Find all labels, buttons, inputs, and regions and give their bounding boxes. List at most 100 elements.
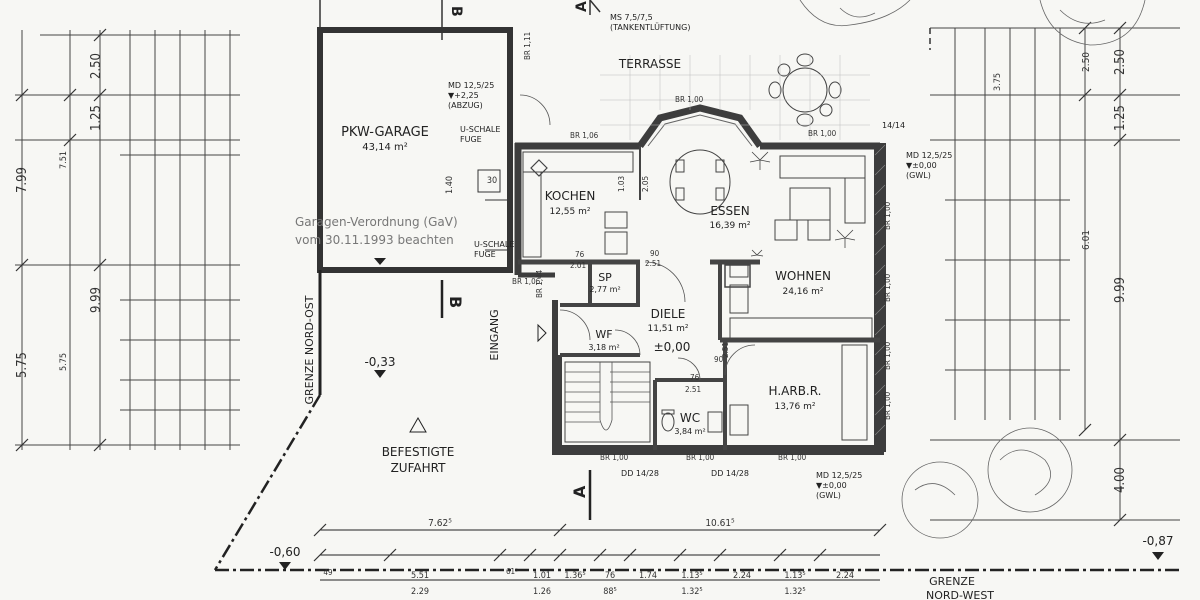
terrace-table [768,53,842,127]
dim-misc-201: 2.01 [570,261,586,270]
dim-bottom-row-3: 1.01 [533,571,551,581]
u-schale-label-2: U-SCHALE [474,240,514,249]
dim-garage-140: 1.40 [445,176,455,194]
bottom-dimension-ticks [313,523,887,562]
garage-area: 43,14 m² [362,142,408,153]
dim-right-outer-4: 4.00 [1113,467,1128,493]
level-garage: -0,33 [364,355,395,369]
dim-misc-251a: 2.51 [645,259,661,268]
dim-left-mid-1: 1.25 [89,105,104,131]
level-left: -0,60 [269,545,300,559]
pantry-name: SP [598,271,612,284]
dd-label-2: DD 14/28 [711,469,749,478]
dim-bottom-row-2: 61⁵ [506,567,518,576]
u-schale-label-1: U-SCHALE [460,125,500,134]
hall-name: DIELE [651,307,686,321]
dining-name: ESSEN [710,204,749,218]
dim-bottom-total-2: 10.61⁵ [705,518,735,529]
dim-bottom-row2-0: 2.29 [411,587,429,597]
dining-table [669,149,731,215]
property-borders [213,270,1180,581]
wardrobe-name: WF [595,328,612,341]
dim-garage-30: 30 [487,176,497,186]
dim-bottom-row2-2: 88⁵ [603,587,617,597]
wardrobe-area: 3,18 m² [588,343,619,352]
dim-misc-90b: 90 [714,355,724,364]
driveway-label-1: BEFESTIGTE [382,445,455,459]
terrace-grid [600,55,870,140]
dim-bottom-row-5: 76 [605,571,615,581]
dim-bottom-row-0: 49 [323,568,333,577]
section-b-top: B [448,6,464,17]
window-br144: BR 1,44 [535,269,544,298]
tank-vent-line-1: MS 7,5/7,5 [610,13,653,22]
stair-size-label: 14/14 [882,121,905,130]
hall-area: 11,51 m² [647,324,688,334]
level-marker-garage [374,258,386,265]
dim-left-small-1: 7.51 [59,151,69,169]
office-fixtures [729,344,868,441]
driveway-triangle [409,416,427,433]
window-br100-right: BR 1,00 [808,129,837,138]
kitchen-area: 12,55 m² [549,207,590,217]
dim-misc-251c: 2.51 [685,385,701,394]
dim-right-outer-1: 2.50 [1113,49,1128,75]
fuge-label-1: FUGE [460,135,482,144]
dim-left-outer-2: 5.75 [15,352,30,378]
staircase [565,362,650,431]
fuge-label-2: FUGE [474,250,496,259]
dim-bottom-row-10: 2.24 [836,571,854,581]
md-top-line-2: ▼+2,25 [448,91,479,100]
dim-bottom-row-7: 1.13⁵ [681,571,702,581]
md-right-line-1: MD 12,5/25 [906,151,952,160]
dining-area: 16,39 m² [709,221,750,231]
door-swings [519,94,756,381]
pantry-area: 2,77 m² [589,285,620,294]
section-a-top: A [574,1,590,12]
border-northwest-label-2: NORD-WEST [926,589,994,600]
md-right-line-2: ▼±0,00 [906,161,937,170]
garage-regulation-line-2: vom 30.11.1993 beachten [295,233,454,247]
entrance-label: EINGANG [488,309,501,360]
plants [749,151,856,257]
trees [799,0,1146,539]
hall-level: ±0,00 [654,340,691,354]
window-br100-right-1: BR 1,00 [883,201,892,230]
md-right-line-3: (GWL) [906,171,931,180]
window-br100-right-2: BR 1,00 [883,273,892,302]
living-name: WOHNEN [775,269,831,283]
dim-misc-90a: 90 [650,249,660,258]
dim-bottom-row-4: 1.36⁵ [564,571,585,581]
dim-bottom-row-6: 1.74 [639,571,657,581]
window-br106-garage: BR 1,06 [512,277,541,286]
garage-niche [477,169,501,193]
dim-right-inner-3: 6.01 [1081,230,1092,250]
entrance-arrow [537,323,547,343]
garage-name: PKW-GARAGE [341,125,429,140]
dim-bottom-total-1: 7.62⁵ [428,518,452,529]
dim-misc-76b: 76 [690,373,700,382]
md-bottom-line-3: (GWL) [816,491,841,500]
house-walls [514,142,886,455]
tank-vent-line-2: (TANKENTLÜFTUNG) [610,22,690,32]
kitchen-fixtures [522,151,634,258]
driveway-label-2: ZUFAHRT [391,461,447,475]
md-top-line-1: MD 12,5/25 [448,81,494,90]
dim-right-inner-2: 3.75 [993,73,1003,91]
living-furniture [729,155,873,339]
office-area: 13,76 m² [774,402,815,412]
dim-misc-205: 2.05 [641,176,650,192]
dim-left-small-2: 5.75 [59,353,69,371]
border-northwest-label-1: GRENZE [929,575,975,588]
office-name: H.ARB.R. [769,384,822,398]
kitchen-name: KOCHEN [545,189,596,203]
level-left-arrow [279,562,291,570]
dim-left-mid-2: 2.50 [89,53,104,79]
dim-bottom-row-9: 1.13⁵ [784,571,805,581]
md-bottom-line-2: ▼±0,00 [816,481,847,490]
dim-bottom-row-8: 2.24 [733,571,751,581]
level-right-arrow [1152,552,1164,560]
level-right: -0,87 [1142,534,1173,548]
dim-right-outer-3: 9.99 [1113,277,1128,303]
